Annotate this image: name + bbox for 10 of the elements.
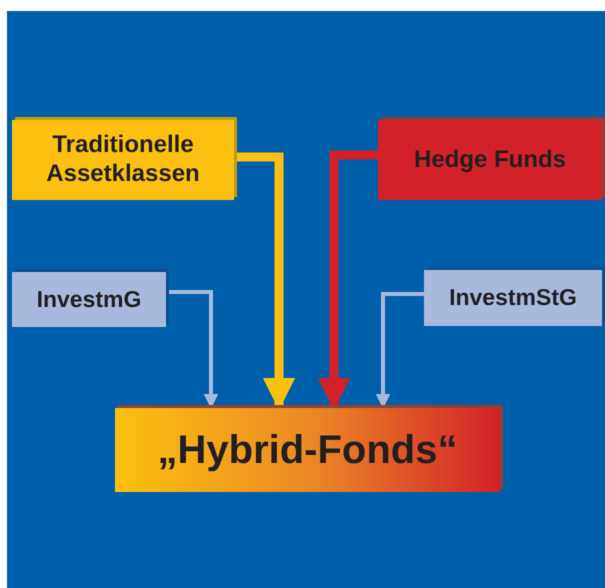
- box-label: InvestmStG: [449, 284, 577, 312]
- box-label: Hedge Funds: [414, 146, 566, 174]
- source-box: [378, 120, 602, 200]
- law-box: [12, 272, 166, 327]
- source-box: [12, 120, 234, 200]
- box-label: „Hybrid-Fonds“: [158, 427, 458, 474]
- box-label: InvestmG: [36, 286, 142, 314]
- target-box: [115, 408, 500, 492]
- law-box: [424, 270, 602, 326]
- box-label: Traditionelle Assetklassen: [45, 131, 201, 189]
